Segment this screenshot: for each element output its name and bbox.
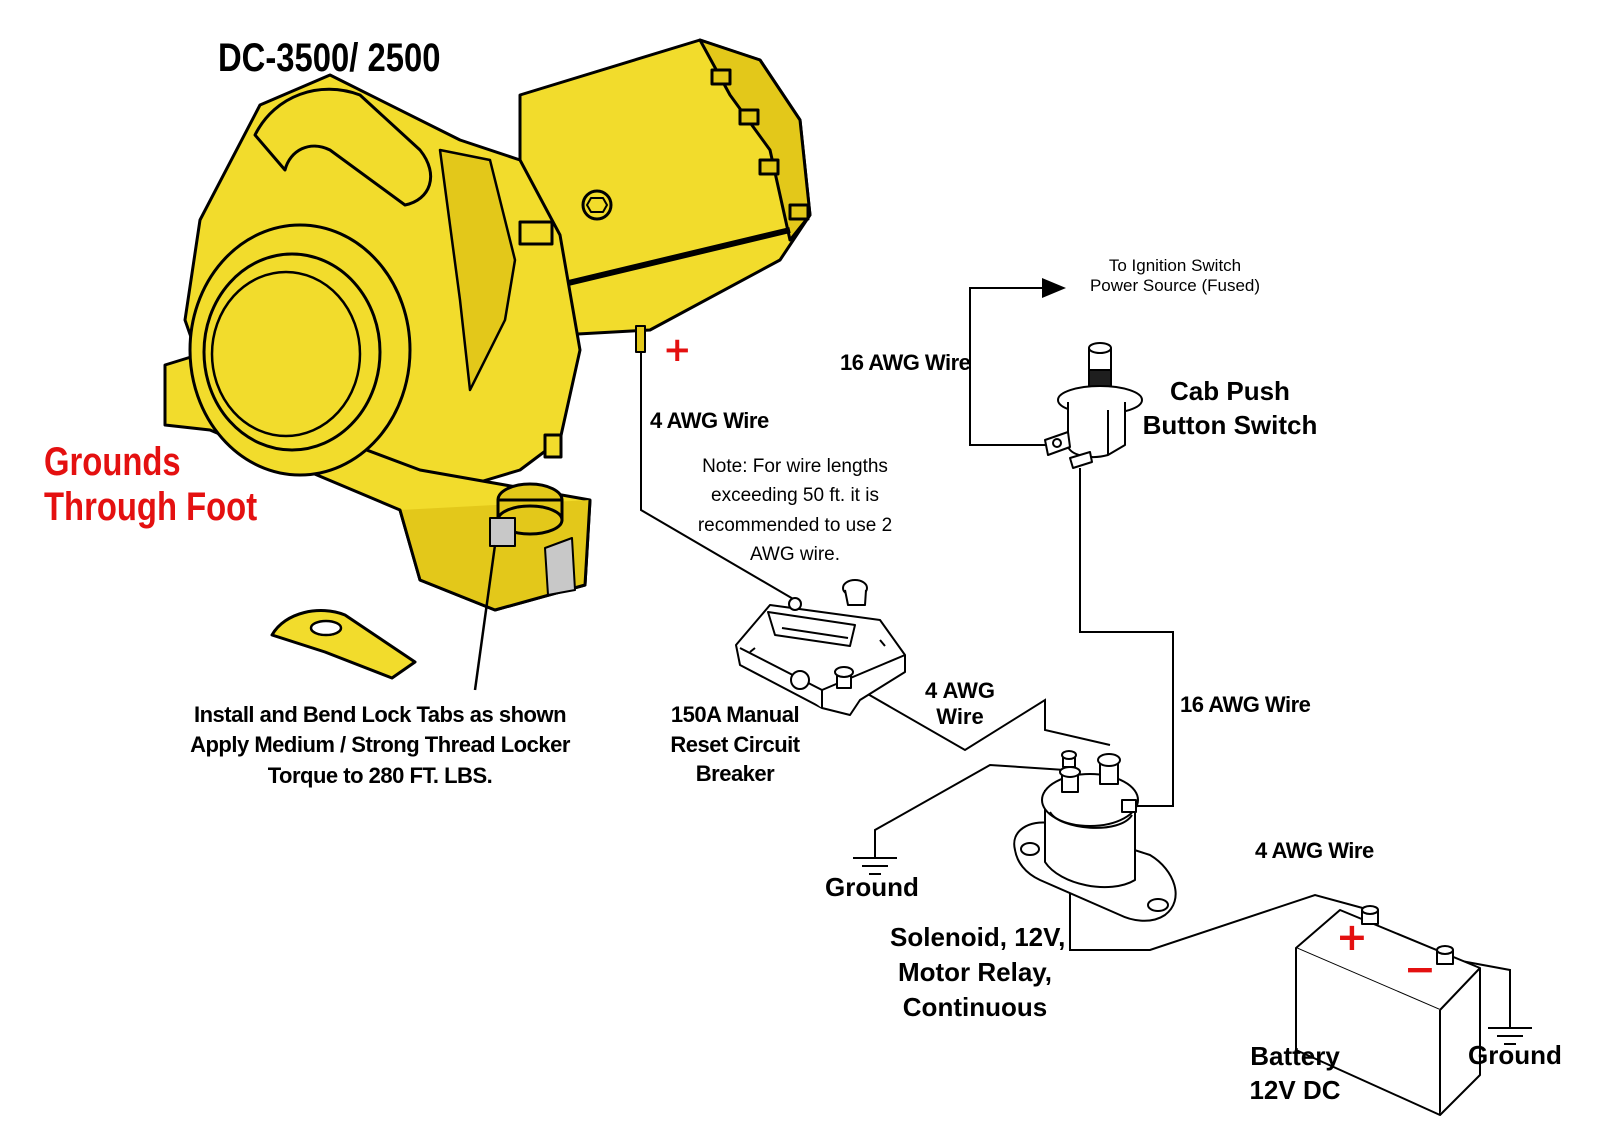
wire-length-note: Note: For wire lengths exceeding 50 ft. …	[675, 452, 915, 570]
solenoid-icon	[1013, 750, 1177, 922]
install-line-3: Torque to 280 FT. LBS.	[267, 762, 493, 788]
wire-label-4awg-winch: 4 AWG Wire	[650, 408, 769, 433]
battery-positive-mark: +	[1336, 915, 1368, 959]
wire-label-4awg-battery: 4 AWG Wire	[1255, 838, 1374, 863]
ground-label-right: Ground	[1468, 1040, 1562, 1070]
ground-label-left: Ground	[825, 872, 919, 902]
ground-symbol-icon	[1488, 1027, 1532, 1045]
switch-label: Cab Push Button Switch	[1140, 375, 1320, 443]
solenoid-line-3: Continuous	[902, 992, 1048, 1023]
diagram-title: DC-3500/ 2500	[218, 36, 441, 80]
breaker-label: 150A Manual Reset Circuit Breaker	[655, 700, 815, 789]
ignition-line-2: Power Source (Fused)	[1089, 276, 1261, 296]
push-button-switch-icon	[1044, 342, 1143, 469]
battery-line-2: 12V DC	[1249, 1074, 1341, 1105]
breaker-line-1: 150A Manual	[670, 702, 800, 727]
ignition-label: To Ignition Switch Power Source (Fused)	[1075, 256, 1275, 297]
wire-label-16awg-solenoid: 16 AWG Wire	[1180, 692, 1311, 717]
solenoid-label: Solenoid, 12V, Motor Relay, Continuous	[890, 920, 1066, 1025]
winch-positive-terminal-mark: +	[663, 330, 692, 370]
battery-line-1: Battery	[1250, 1041, 1340, 1071]
wire-label-4awg-breaker: 4 AWG Wire	[915, 678, 1005, 731]
switch-line-1: Cab Push	[1170, 376, 1290, 406]
wire-4awg-mid-line-1: 4 AWG	[924, 678, 996, 703]
solenoid-line-2: Motor Relay,	[897, 957, 1053, 988]
wire-label-16awg-switch: 16 AWG Wire	[840, 350, 971, 375]
breaker-line-3: Breaker	[695, 761, 775, 787]
note-line-2: exceeding 50 ft. it is	[711, 485, 879, 507]
install-instructions: Install and Bend Lock Tabs as shown Appl…	[190, 700, 570, 791]
ignition-line-1: To Ignition Switch	[1108, 256, 1242, 275]
note-line-4: AWG wire.	[749, 544, 841, 566]
install-line-1: Install and Bend Lock Tabs as shown	[193, 702, 567, 727]
battery-label: Battery 12V DC	[1230, 1040, 1360, 1108]
switch-line-2: Button Switch	[1142, 409, 1318, 440]
circuit-breaker-icon	[735, 579, 906, 716]
battery-icon	[1295, 905, 1481, 1116]
install-line-2: Apply Medium / Strong Thread Locker	[190, 732, 570, 758]
grounds-line-2: Through Foot	[44, 484, 258, 529]
breaker-line-2: Reset Circuit	[670, 731, 800, 757]
ground-symbol-icon	[853, 857, 897, 875]
note-line-3: recommended to use 2	[697, 514, 893, 536]
winch-icon	[163, 38, 812, 612]
grounds-label: Grounds Through Foot	[44, 440, 257, 530]
solenoid-line-1: Solenoid, 12V,	[890, 922, 1066, 952]
battery-negative-mark: −	[1404, 947, 1436, 991]
lock-tab-icon	[270, 609, 417, 680]
note-line-1: Note: For wire lengths	[702, 456, 888, 477]
wire-4awg-mid-line-2: Wire	[936, 704, 984, 730]
grounds-line-1: Grounds	[44, 440, 181, 484]
